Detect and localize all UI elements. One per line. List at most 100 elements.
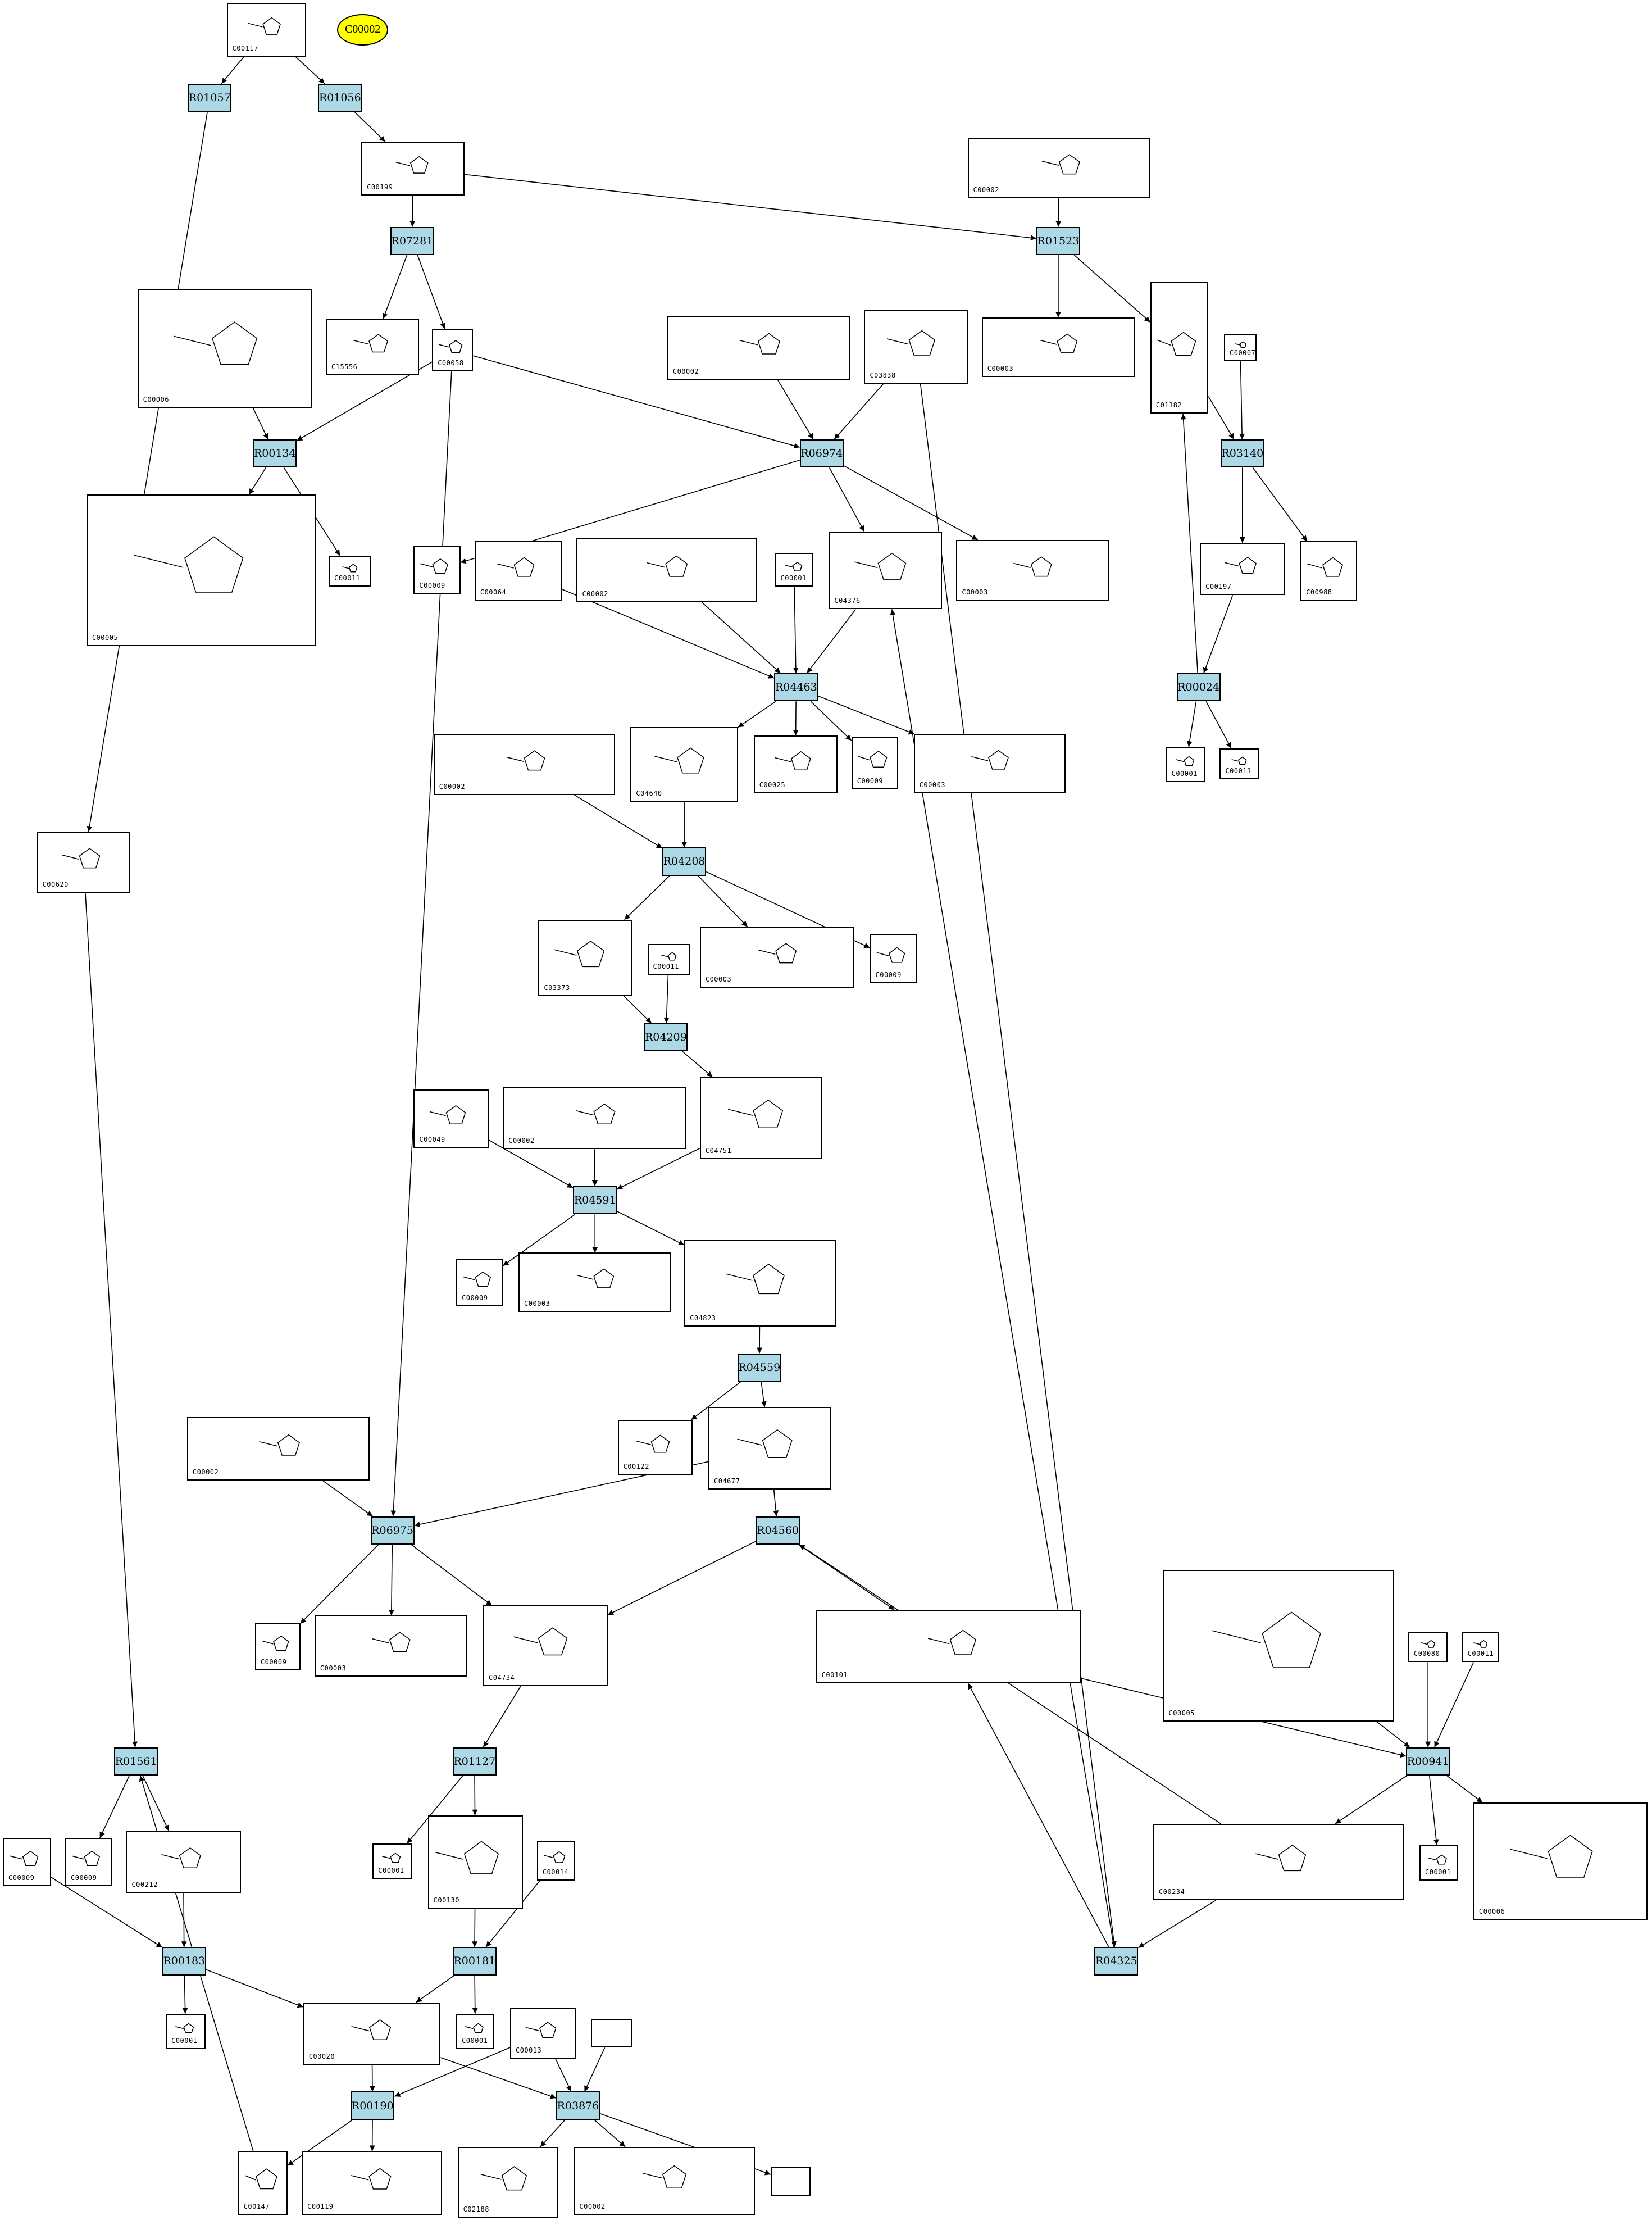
edge-arrow — [1186, 701, 1197, 747]
compound-node[interactable]: C00119 — [302, 2151, 442, 2215]
compound-node[interactable]: C02188 — [457, 2146, 558, 2218]
compound-node[interactable]: C00002 — [667, 316, 850, 380]
compound-node[interactable]: C00212 — [126, 1831, 241, 1893]
compound-node[interactable]: C00197 — [1200, 542, 1285, 596]
compound-node[interactable]: C00009 — [65, 1838, 112, 1886]
reaction-node[interactable]: R00024 — [1176, 673, 1221, 702]
compound-node[interactable]: C04751 — [699, 1077, 822, 1159]
compound-node[interactable]: C00025 — [753, 735, 838, 794]
compound-node[interactable]: C00049 — [413, 1089, 489, 1148]
compound-node[interactable]: C00014 — [536, 1841, 575, 1881]
compound-node[interactable]: C00003 — [981, 317, 1135, 377]
compound-node[interactable]: C00001 — [372, 1843, 412, 1879]
compound-node[interactable]: C00009 — [254, 1622, 301, 1671]
compound-node[interactable]: C00002 — [967, 137, 1150, 199]
reaction-node[interactable]: R01127 — [452, 1747, 497, 1776]
reaction-node[interactable]: R06974 — [799, 439, 844, 468]
compound-node[interactable]: C04677 — [708, 1407, 832, 1490]
compound-node[interactable]: C00001 — [775, 552, 813, 587]
compound-node[interactable]: C00005 — [86, 494, 316, 647]
reaction-node[interactable]: R04463 — [774, 673, 818, 702]
compound-node[interactable]: C00058 — [432, 329, 474, 371]
compound-node[interactable]: C00009 — [456, 1258, 503, 1307]
reaction-node[interactable]: R06975 — [370, 1516, 415, 1545]
compound-node[interactable]: C00011 — [1462, 1632, 1499, 1663]
empty-compound-node[interactable] — [590, 2019, 632, 2048]
reaction-node[interactable]: R03876 — [556, 2091, 600, 2120]
compound-node[interactable]: C01182 — [1150, 281, 1209, 414]
compound-node[interactable]: C00117 — [226, 3, 306, 57]
reaction-node[interactable]: R00183 — [162, 1947, 206, 1976]
compound-node[interactable]: C00002 — [576, 538, 757, 602]
compound-node[interactable]: C00101 — [816, 1609, 1081, 1684]
compound-node[interactable]: C00001 — [456, 2013, 495, 2049]
reaction-node[interactable]: R00941 — [1406, 1747, 1450, 1776]
compound-node[interactable]: C00006 — [137, 289, 312, 408]
compound-node[interactable]: C00007 — [1224, 334, 1257, 362]
edge-arrow — [142, 1775, 170, 1831]
edge-arrow — [890, 609, 1114, 1947]
compound-node[interactable]: C00011 — [647, 943, 690, 975]
compound-node[interactable]: C00003 — [956, 539, 1109, 601]
compound-node[interactable]: C03838 — [864, 310, 968, 384]
reaction-node[interactable]: R04325 — [1094, 1947, 1139, 1976]
compound-node[interactable]: C00009 — [870, 933, 917, 984]
compound-node[interactable]: C00234 — [1153, 1823, 1404, 1900]
reaction-node[interactable]: R00134 — [253, 439, 297, 468]
compound-node[interactable]: C00001 — [1419, 1845, 1458, 1881]
compound-node[interactable]: C15556 — [326, 319, 420, 376]
reaction-node[interactable]: R04559 — [737, 1353, 781, 1382]
edge-arrow — [624, 996, 652, 1024]
reaction-node[interactable]: R07281 — [390, 226, 434, 255]
compound-node[interactable]: C00199 — [361, 142, 465, 196]
compound-node[interactable]: C00064 — [474, 541, 563, 601]
compound-node[interactable]: C04823 — [684, 1239, 836, 1327]
reaction-node[interactable]: R01523 — [1036, 226, 1080, 255]
compound-id-label: C00009 — [875, 971, 902, 979]
reaction-node[interactable]: R00181 — [452, 1947, 497, 1976]
compound-node[interactable]: C00003 — [913, 734, 1066, 794]
edge-arrow — [584, 2047, 606, 2092]
compound-node[interactable]: C00011 — [329, 555, 371, 587]
compound-node[interactable]: C03373 — [538, 919, 632, 996]
compound-node[interactable]: C00009 — [3, 1838, 51, 1886]
compound-node[interactable]: C00988 — [1300, 541, 1358, 601]
compound-node[interactable]: C00001 — [1166, 747, 1206, 783]
compound-highlight-node[interactable]: C00002 — [337, 14, 389, 46]
compound-node[interactable]: C00122 — [617, 1420, 693, 1475]
reaction-node[interactable]: R04591 — [573, 1186, 617, 1215]
compound-node[interactable]: C00005 — [1163, 1570, 1394, 1722]
compound-node[interactable]: C00130 — [427, 1815, 523, 1909]
compound-node[interactable]: C00002 — [574, 2146, 756, 2215]
compound-node[interactable]: C04640 — [630, 726, 738, 802]
compound-id-label: C00002 — [439, 782, 466, 791]
compound-node[interactable]: C00003 — [699, 927, 854, 988]
empty-compound-node[interactable] — [770, 2167, 811, 2197]
compound-node[interactable]: C00009 — [413, 545, 461, 594]
compound-node[interactable]: C00013 — [509, 2008, 577, 2059]
reaction-node[interactable]: R01056 — [318, 83, 362, 112]
reaction-node[interactable]: R01057 — [188, 83, 232, 112]
reaction-node[interactable]: R01561 — [114, 1747, 158, 1776]
reaction-node[interactable]: R04209 — [644, 1023, 688, 1052]
compound-node[interactable]: C00009 — [851, 737, 898, 789]
reaction-node[interactable]: R04208 — [662, 847, 707, 876]
compound-node[interactable]: C00147 — [238, 2151, 288, 2215]
compound-node[interactable]: C00001 — [166, 2013, 206, 2049]
compound-node[interactable]: C00003 — [314, 1615, 468, 1677]
compound-node[interactable]: C00006 — [1473, 1802, 1648, 1920]
reaction-node[interactable]: R03140 — [1220, 439, 1264, 468]
reaction-node[interactable]: R04560 — [756, 1516, 800, 1545]
edge-arrow — [322, 1480, 373, 1517]
compound-node[interactable]: C00002 — [186, 1417, 370, 1481]
compound-node[interactable]: C04734 — [483, 1605, 608, 1687]
compound-node[interactable]: C00080 — [1408, 1632, 1448, 1663]
compound-node[interactable]: C00620 — [37, 832, 130, 893]
compound-node[interactable]: C04376 — [829, 531, 943, 610]
compound-node[interactable]: C00002 — [503, 1087, 686, 1150]
compound-node[interactable]: C00002 — [433, 734, 615, 795]
compound-node[interactable]: C00003 — [518, 1252, 672, 1313]
reaction-node[interactable]: R00190 — [351, 2091, 395, 2120]
compound-node[interactable]: C00011 — [1219, 748, 1260, 780]
compound-node[interactable]: C00020 — [303, 2002, 441, 2065]
